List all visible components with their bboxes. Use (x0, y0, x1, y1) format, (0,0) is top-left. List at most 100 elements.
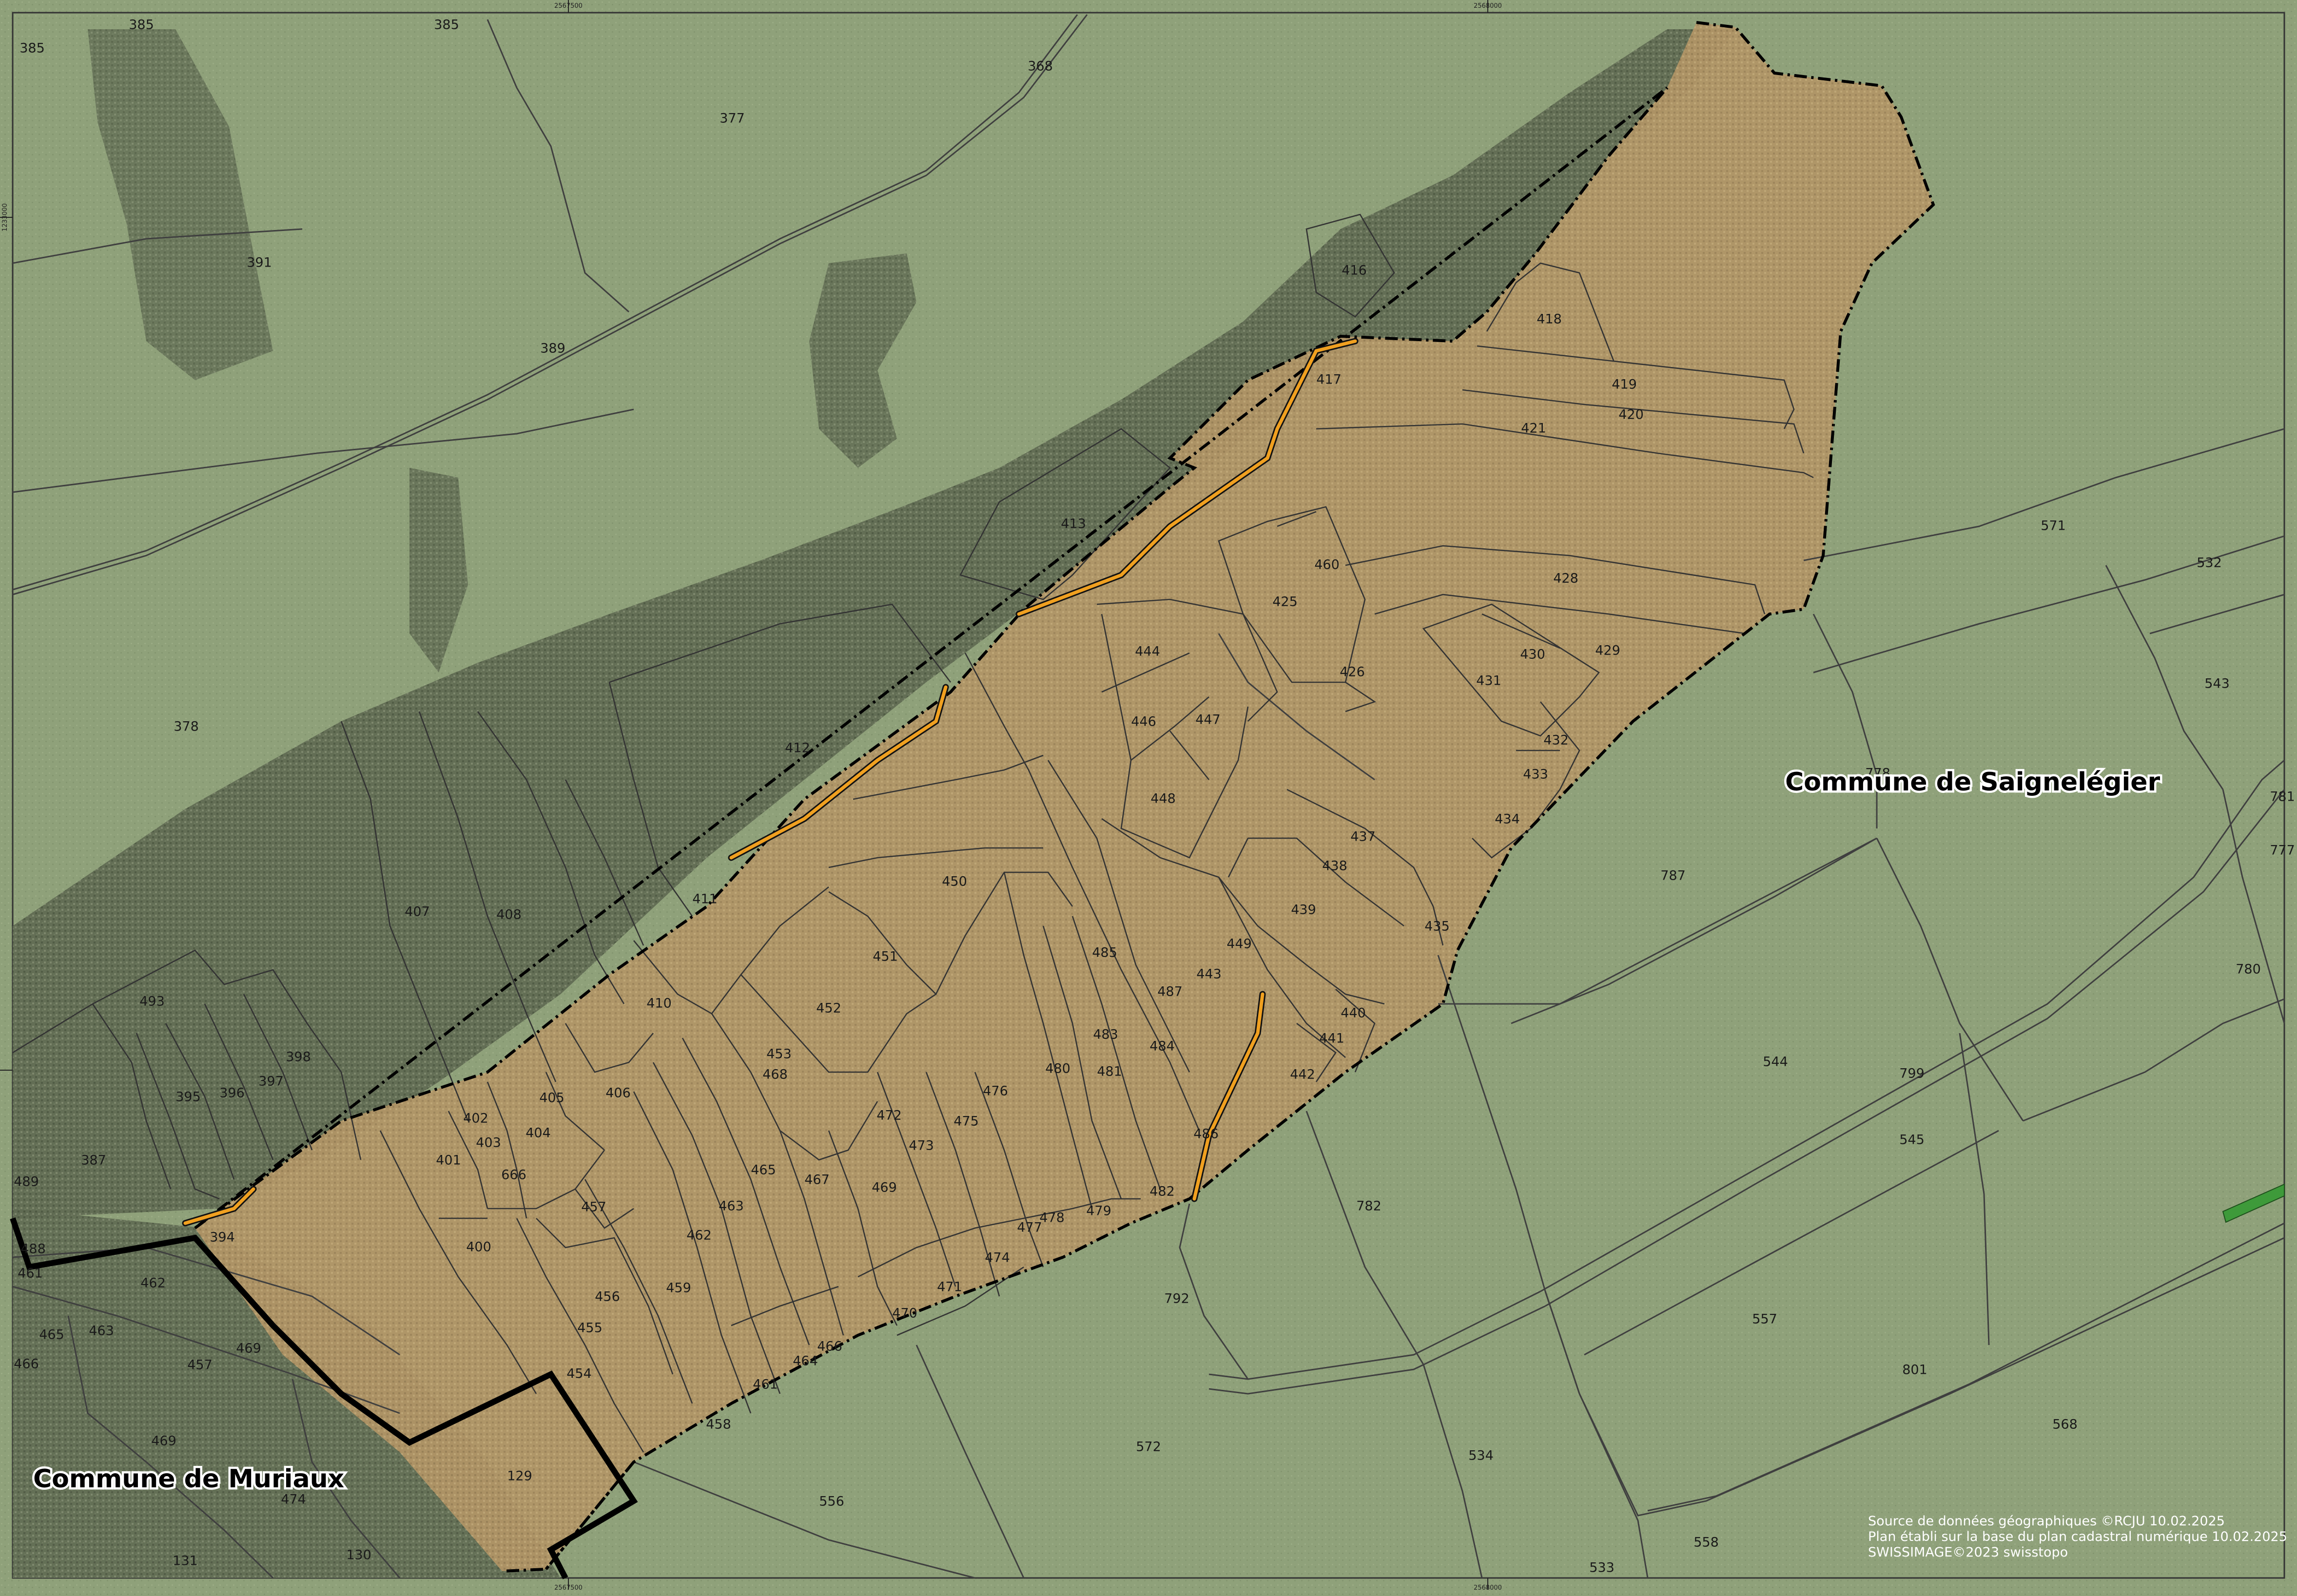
parcel-number-label: 469 (236, 1341, 261, 1356)
parcel-number-label: 787 (1660, 868, 1686, 884)
parcel-number-label: 557 (1752, 1312, 1777, 1327)
parcel-number-label: 478 (1039, 1211, 1065, 1226)
forest-area (13, 29, 1735, 1218)
parcel-number-label: 467 (804, 1173, 830, 1188)
parcel-number-label: 433 (1523, 767, 1548, 782)
parcel-number-label: 463 (89, 1324, 114, 1339)
parcel-number-label: 463 (719, 1199, 744, 1214)
source-line-3: SWISSIMAGE©2023 swisstopo (1868, 1545, 2068, 1560)
parcel-number-label: 419 (1612, 377, 1637, 392)
parcel-number-label: 430 (1520, 647, 1545, 662)
parcel-number-label: 398 (286, 1050, 311, 1065)
parcel-number-label: 781 (2270, 789, 2295, 805)
commune-boundary (10, 1217, 638, 1579)
parcel-number-label: 435 (1424, 919, 1450, 934)
parcel-number-label: 404 (526, 1126, 551, 1141)
commune-label-muriaux: Commune de Muriaux (33, 1464, 344, 1494)
parcel-number-label: 545 (1899, 1133, 1925, 1148)
parcel-number-label: 428 (1553, 571, 1578, 586)
parcel-number-label: 544 (1763, 1055, 1788, 1070)
parcel-number-label: 394 (210, 1230, 235, 1245)
path-highlights-inner (183, 339, 1357, 1225)
coord-side-left: 1233000 (1, 203, 9, 231)
parcel-number-label: 534 (1468, 1448, 1494, 1463)
coordinate-ticks (0, 0, 1488, 1590)
parcel-number-label: 442 (1290, 1067, 1315, 1082)
parcel-number-label: 387 (81, 1153, 106, 1168)
parcel-number-label: 385 (434, 18, 459, 33)
forest-parcel-lines (12, 213, 1395, 1200)
parcel-number-label: 405 (539, 1091, 565, 1106)
parcel-number-label: 401 (436, 1153, 461, 1168)
parcel-number-label: 431 (1476, 673, 1501, 689)
parcel-number-label: 493 (139, 994, 165, 1009)
parcel-number-label: 457 (187, 1358, 213, 1373)
parcel-number-label: 486 (1193, 1127, 1219, 1142)
parcel-number-label: 461 (18, 1266, 43, 1281)
parcel-number-label: 558 (1694, 1535, 1719, 1550)
parcel-number-label: 481 (1097, 1064, 1122, 1079)
parcel-number-label: 449 (1226, 937, 1252, 952)
forest-patch-top (88, 29, 273, 380)
parcel-number-label: 400 (466, 1240, 491, 1255)
parcel-number-label: 426 (1340, 665, 1365, 680)
map-frame-border (12, 12, 2285, 1579)
parcel-number-label: 453 (766, 1047, 792, 1062)
parcel-number-label: 465 (751, 1163, 776, 1178)
field-lines (12, 14, 2285, 1579)
forest-patch-left (13, 1209, 561, 1578)
parcel-number-label: 666 (501, 1168, 526, 1183)
parcel-number-label: 389 (540, 341, 565, 356)
parcel-number-label: 407 (405, 904, 430, 920)
parcel-number-label: 469 (151, 1434, 176, 1449)
forest-clump-1 (809, 253, 916, 468)
parcel-number-label: 533 (1589, 1560, 1615, 1576)
parcel-number-label: 448 (1150, 791, 1176, 807)
parcel-number-label: 130 (346, 1548, 371, 1563)
commune-label-saignelegier: Commune de Saignelégier (1785, 768, 2161, 797)
parcel-number-label: 418 (1537, 312, 1562, 327)
parcel-number-label: 444 (1135, 644, 1160, 659)
parcel-number-label: 488 (20, 1242, 46, 1257)
parcel-number-label: 434 (1495, 812, 1520, 827)
perimeter-area[interactable] (195, 22, 1933, 1571)
parcel-number-label: 457 (581, 1200, 606, 1215)
parcel-number-label: 397 (258, 1074, 284, 1089)
parcel-number-label: 568 (2052, 1417, 2078, 1432)
coord-top-right: 2568000 (1474, 2, 1502, 10)
parcel-number-label: 385 (19, 41, 45, 56)
parcel-number-label: 462 (140, 1276, 166, 1291)
parcel-number-label: 778 (1865, 766, 1890, 781)
parcel-number-label: 452 (816, 1001, 841, 1016)
parcel-number-label: 377 (720, 111, 745, 126)
parcel-number-label: 543 (2204, 676, 2230, 692)
coord-top-left: 2567500 (554, 2, 583, 10)
parcel-number-label: 476 (983, 1084, 1008, 1099)
parcel-number-label: 437 (1350, 829, 1376, 845)
parcel-number-label: 413 (1061, 517, 1086, 532)
parcel-number-label: 470 (892, 1306, 917, 1321)
green-strip (2222, 1183, 2285, 1223)
parcel-number-label: 782 (1356, 1199, 1382, 1214)
parcel-number-label: 572 (1136, 1440, 1161, 1455)
parcel-number-label: 469 (872, 1180, 897, 1195)
parcel-number-label: 403 (476, 1135, 501, 1151)
parcel-number-label: 396 (219, 1086, 245, 1101)
parcel-number-label: 412 (785, 741, 810, 756)
coord-bottom-right: 2568000 (1474, 1584, 1502, 1592)
parcel-number-label: 378 (174, 719, 199, 734)
parcel-number-label: 474 (985, 1250, 1010, 1266)
parcel-number-label: 464 (793, 1354, 818, 1369)
parcel-number-label: 458 (706, 1417, 731, 1432)
parcel-number-label: 473 (909, 1138, 934, 1154)
parcel-number-label: 411 (692, 892, 718, 907)
parcel-number-label: 385 (129, 18, 154, 33)
parcel-number-label: 460 (1314, 558, 1340, 573)
parcel-number-label: 462 (686, 1228, 712, 1243)
parcel-number-label: 450 (942, 874, 967, 889)
parcel-number-label: 454 (566, 1366, 592, 1382)
parcel-number-label: 485 (1092, 945, 1117, 961)
